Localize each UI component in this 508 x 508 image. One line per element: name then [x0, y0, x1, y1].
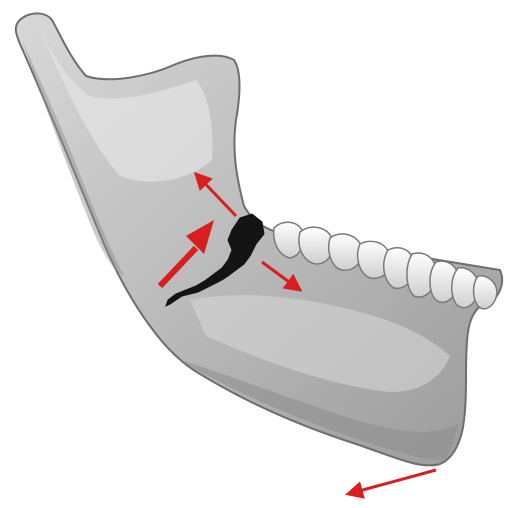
mandible-illustration: [0, 0, 508, 508]
